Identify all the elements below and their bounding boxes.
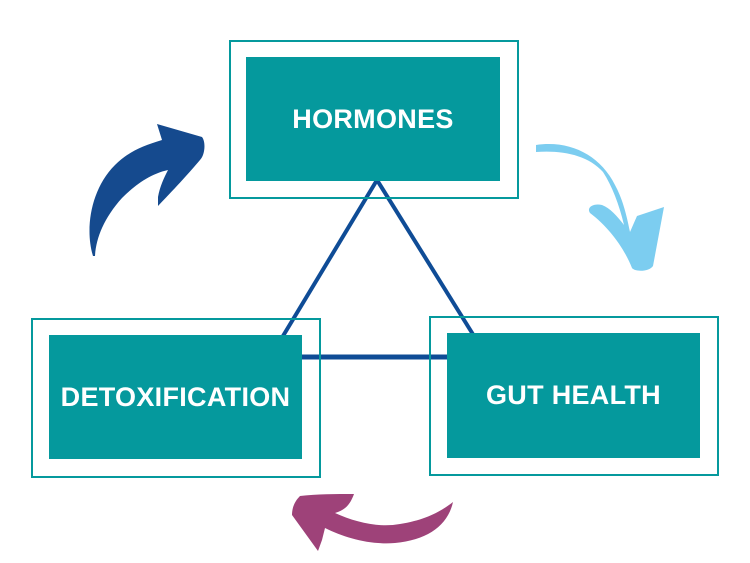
arrow-gut-to-detox-icon <box>292 494 453 551</box>
gut-health-box <box>429 316 719 476</box>
connector-hormones-gut <box>375 178 476 338</box>
detoxification-box <box>31 318 321 478</box>
detoxification-label: DETOXIFICATION <box>60 381 291 412</box>
gut-health-label: GUT HEALTH <box>486 380 661 410</box>
triangle-connector <box>281 178 476 360</box>
connector-hormones-detox <box>281 178 379 338</box>
hormones-label: HORMONES <box>292 103 454 134</box>
arrow-hormones-to-gut-icon <box>536 144 664 271</box>
hormones-box <box>229 40 519 199</box>
arrow-detox-to-hormones-icon <box>89 124 205 256</box>
